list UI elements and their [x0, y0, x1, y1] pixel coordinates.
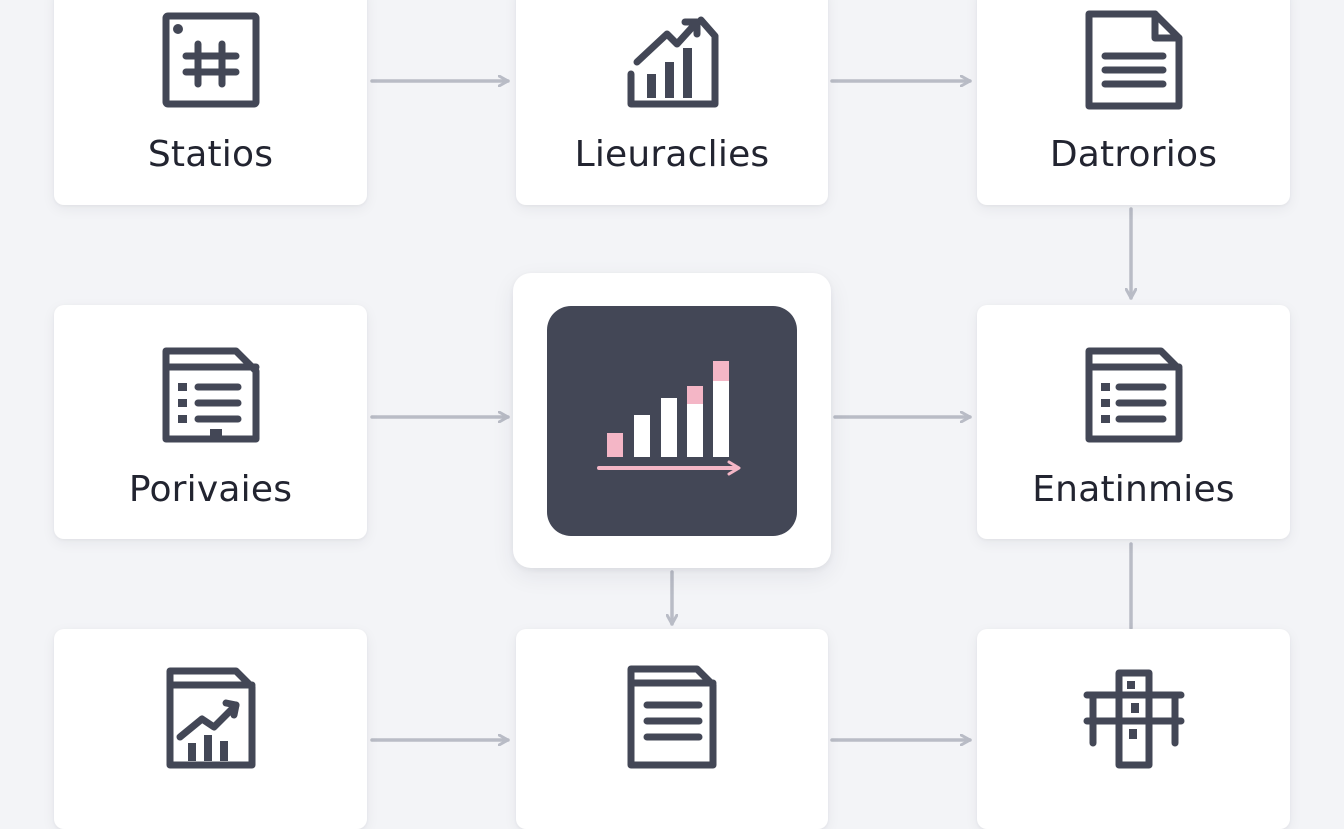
rising-bar-chart-document-icon — [617, 4, 727, 114]
central-analytics-node[interactable] — [513, 273, 831, 568]
node-porivaies[interactable]: Porivaies — [54, 305, 367, 539]
node-bottom-left[interactable] — [54, 629, 367, 829]
node-lieuraclies[interactable]: Lieuraclies — [516, 0, 828, 205]
trend-chart-document-icon — [156, 661, 266, 771]
bar-chart-icon — [597, 361, 741, 476]
text-document-icon — [1079, 4, 1189, 114]
node-label: Lieuraclies — [574, 134, 770, 175]
workflow-diagram: Statios Lieuraclies — [54, 0, 1290, 829]
node-statios[interactable]: Statios — [54, 0, 367, 205]
node-label: Porivaies — [128, 469, 293, 510]
list-document-icon — [156, 341, 266, 451]
node-bottom-middle[interactable] — [516, 629, 828, 829]
grid-document-icon — [156, 6, 266, 116]
node-label: Enatinmies — [1032, 469, 1235, 510]
node-bottom-right[interactable] — [977, 629, 1290, 829]
node-datrorios[interactable]: Datrorios — [977, 0, 1290, 205]
analytics-tile — [547, 306, 797, 536]
node-label: Datrorios — [1049, 134, 1218, 175]
node-enatinmies[interactable]: Enatinmies — [977, 305, 1290, 539]
list-document-icon — [1079, 341, 1189, 451]
text-document-icon — [617, 661, 727, 771]
node-label: Statios — [147, 134, 274, 175]
grid-puzzle-icon — [1079, 663, 1189, 773]
